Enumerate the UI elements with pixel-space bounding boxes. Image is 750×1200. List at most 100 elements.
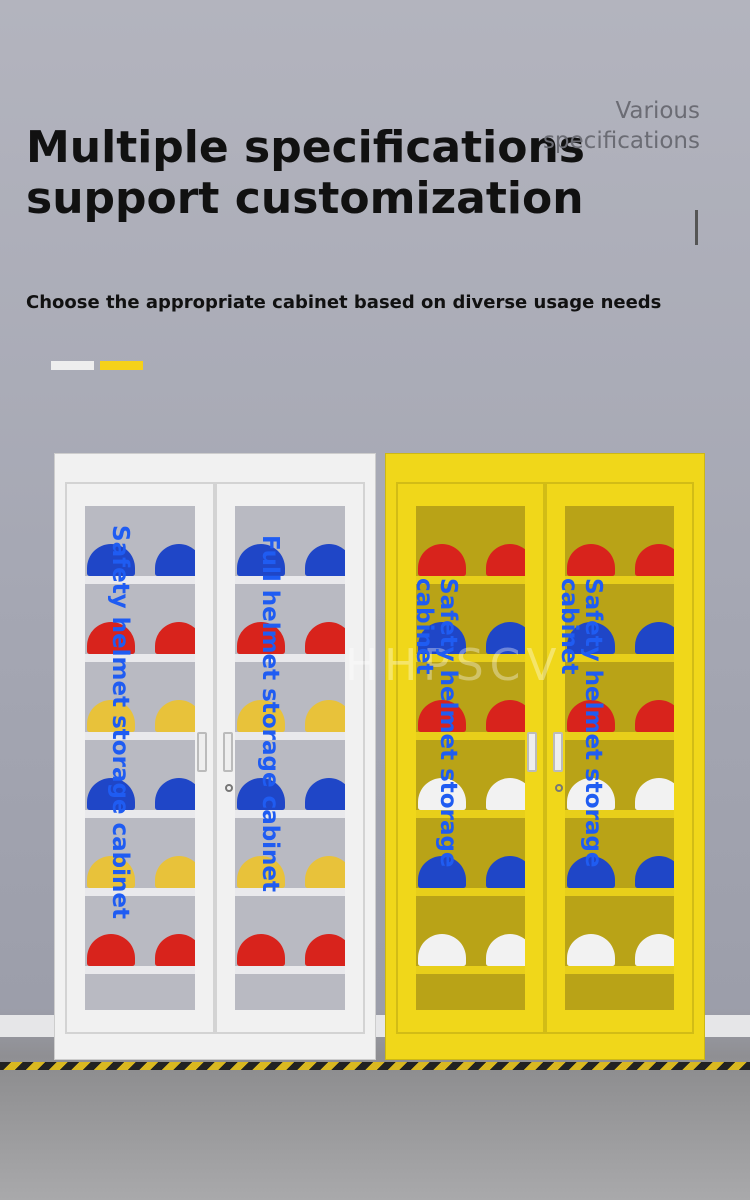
helmet [87,778,135,810]
helmet [305,700,345,732]
helmet [635,544,674,576]
shelf [565,662,674,740]
helmet [486,544,525,576]
shelf [565,974,674,1010]
side-note-line-1: Various [615,98,700,124]
helmet [567,700,615,732]
cabinet-label: Safety helmet storage cabinet [556,578,606,868]
lock-icon [555,784,563,792]
color-swatch-white [51,361,94,370]
helmet [567,622,615,654]
title-line-1: Multiple specifications [26,122,585,173]
shelf [235,740,345,818]
helmet [567,934,615,966]
helmet [155,778,195,810]
helmet [486,934,525,966]
page-title: Multiple specifications support customiz… [26,122,585,224]
helmet [567,544,615,576]
shelf [416,584,525,662]
helmet [418,700,466,732]
divider [695,210,698,245]
helmet [305,544,345,576]
helmet [237,544,285,576]
helmet [237,622,285,654]
shelf [85,506,195,584]
yellow-cabinet [385,453,705,1060]
shelf [235,818,345,896]
shelf [416,662,525,740]
helmet [87,700,135,732]
helmet [635,778,674,810]
shelf [416,896,525,974]
cabinet-label: Safety helmet storage cabinet [411,578,461,868]
helmet [155,544,195,576]
helmet [635,934,674,966]
shelf [565,818,674,896]
shelf [85,896,195,974]
title-line-2: support customization [26,173,584,224]
helmet [237,700,285,732]
helmet [486,778,525,810]
door-handle[interactable] [197,732,207,772]
door-handle[interactable] [553,732,563,772]
shelf [416,818,525,896]
helmet [155,934,195,966]
floor [0,1070,750,1200]
glass-panel [85,506,195,1010]
shelf [85,974,195,1010]
shelf [416,974,525,1010]
shelf [85,818,195,896]
lock-icon [225,784,233,792]
shelf [85,584,195,662]
helmet [418,544,466,576]
white-cabinet [54,453,376,1060]
cabinet-door[interactable] [545,482,694,1034]
helmet [567,856,615,888]
shelf [565,896,674,974]
cabinet-door[interactable] [396,482,545,1034]
shelf [416,740,525,818]
hazard-stripe [0,1062,750,1070]
shelf [85,662,195,740]
watermark-logo: HHPSCV [345,640,563,691]
shelf [235,974,345,1010]
helmet [567,778,615,810]
helmet [87,622,135,654]
helmet [87,544,135,576]
shelf [235,896,345,974]
helmet [418,934,466,966]
shelf [565,506,674,584]
helmet [486,700,525,732]
helmet [237,778,285,810]
door-handle[interactable] [527,732,537,772]
glass-panel [565,506,674,1010]
helmet [155,856,195,888]
glass-panel [416,506,525,1010]
helmet [237,856,285,888]
shelf [565,740,674,818]
helmet [237,934,285,966]
subtitle: Choose the appropriate cabinet based on … [26,292,662,313]
helmet [155,700,195,732]
glass-panel [235,506,345,1010]
cabinet-door[interactable] [65,482,215,1034]
helmet [305,934,345,966]
cabinet-label: Full helmet storage cabinet [257,535,283,893]
helmet [305,778,345,810]
helmet [486,856,525,888]
cabinet-label: Safety helmet storage cabinet [107,525,133,919]
shelf [235,506,345,584]
side-note-line-2: specifications [542,128,700,154]
side-note: Various specifications [543,96,700,156]
shelf [85,740,195,818]
helmet [635,622,674,654]
helmet [305,856,345,888]
helmet [87,856,135,888]
shelf [235,662,345,740]
shelf [416,506,525,584]
helmet [155,622,195,654]
door-handle[interactable] [223,732,233,772]
shelf [235,584,345,662]
helmet [418,856,466,888]
cabinet-door[interactable] [215,482,365,1034]
